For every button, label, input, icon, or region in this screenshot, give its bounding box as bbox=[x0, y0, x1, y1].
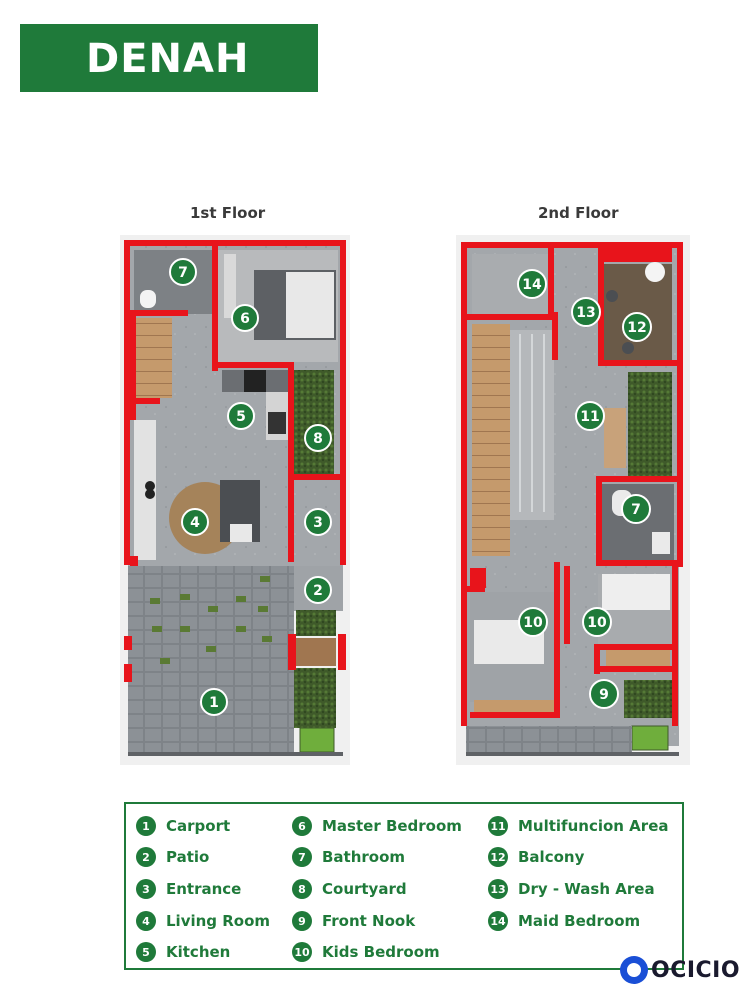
svg-text:2: 2 bbox=[313, 583, 323, 599]
floor-2-stairs bbox=[472, 324, 510, 556]
svg-text:12: 12 bbox=[627, 320, 646, 336]
marker-bathroom-2: 7 bbox=[621, 494, 651, 524]
legend-item-bathroom: 7 Bathroom bbox=[292, 846, 405, 868]
floor-2-title: 2nd Floor bbox=[538, 204, 619, 222]
legend-item-multifunction-area: 11 Multifuncion Area bbox=[488, 815, 668, 837]
courtyard-garden bbox=[294, 370, 334, 478]
svg-text:5: 5 bbox=[236, 409, 246, 425]
svg-text:7: 7 bbox=[178, 265, 188, 281]
marker-maid-bedroom: 14 bbox=[517, 269, 547, 299]
svg-text:9: 9 bbox=[599, 687, 609, 703]
legend: 1 Carport 2 Patio 3 Entrance 4 Living Ro… bbox=[124, 802, 684, 970]
svg-text:1: 1 bbox=[209, 695, 219, 711]
legend-item-living-room: 4 Living Room bbox=[136, 910, 270, 932]
floor-plans: 7 6 5 8 4 3 2 1 14 13 12 11 bbox=[120, 235, 690, 765]
marker-dry-wash-area: 13 bbox=[571, 297, 601, 327]
marker-carport: 1 bbox=[200, 688, 228, 716]
svg-text:4: 4 bbox=[190, 515, 200, 531]
marker-bathroom-1: 7 bbox=[169, 258, 197, 286]
marker-multifunction-area: 11 bbox=[575, 401, 605, 431]
legend-item-master-bedroom: 6 Master Bedroom bbox=[292, 815, 462, 837]
legend-item-dry-wash-area: 13 Dry - Wash Area bbox=[488, 878, 655, 900]
title-banner: DENAH bbox=[20, 24, 318, 92]
svg-text:14: 14 bbox=[522, 277, 542, 293]
svg-text:11: 11 bbox=[580, 409, 599, 425]
legend-item-patio: 2 Patio bbox=[136, 846, 209, 868]
page-title: DENAH bbox=[86, 36, 250, 82]
legend-item-balcony: 12 Balcony bbox=[488, 846, 584, 868]
floor-1-title: 1st Floor bbox=[190, 204, 266, 222]
svg-text:13: 13 bbox=[576, 305, 595, 321]
floor-1-walls bbox=[124, 240, 346, 682]
brand-watermark: OCICIO bbox=[620, 956, 740, 984]
svg-text:3: 3 bbox=[313, 515, 323, 531]
marker-living-room: 4 bbox=[181, 508, 209, 536]
marker-courtyard: 8 bbox=[304, 424, 332, 452]
legend-item-kitchen: 5 Kitchen bbox=[136, 941, 230, 963]
marker-front-nook: 9 bbox=[589, 679, 619, 709]
legend-item-kids-bedroom: 10 Kids Bedroom bbox=[292, 941, 440, 963]
legend-item-front-nook: 9 Front Nook bbox=[292, 910, 415, 932]
svg-text:6: 6 bbox=[240, 311, 250, 327]
svg-text:10: 10 bbox=[587, 615, 607, 631]
floor-2-plan bbox=[456, 235, 690, 765]
svg-text:7: 7 bbox=[631, 502, 641, 518]
legend-item-maid-bedroom: 14 Maid Bedroom bbox=[488, 910, 640, 932]
marker-kitchen: 5 bbox=[227, 402, 255, 430]
brand-circle-icon bbox=[620, 956, 648, 984]
marker-patio: 2 bbox=[304, 576, 332, 604]
marker-master-bedroom: 6 bbox=[231, 304, 259, 332]
svg-text:10: 10 bbox=[523, 615, 543, 631]
floor-1-stairs bbox=[134, 318, 172, 398]
legend-item-entrance: 3 Entrance bbox=[136, 878, 241, 900]
brand-name: OCICIO bbox=[651, 957, 741, 983]
marker-entrance: 3 bbox=[304, 508, 332, 536]
marker-kids-bedroom-1: 10 bbox=[518, 607, 548, 637]
legend-item-carport: 1 Carport bbox=[136, 815, 230, 837]
carport-area bbox=[128, 566, 294, 756]
marker-balcony: 12 bbox=[622, 312, 652, 342]
floor-2-walls bbox=[461, 242, 683, 726]
svg-text:8: 8 bbox=[313, 431, 323, 447]
marker-kids-bedroom-2: 10 bbox=[582, 607, 612, 637]
legend-item-courtyard: 8 Courtyard bbox=[292, 878, 407, 900]
